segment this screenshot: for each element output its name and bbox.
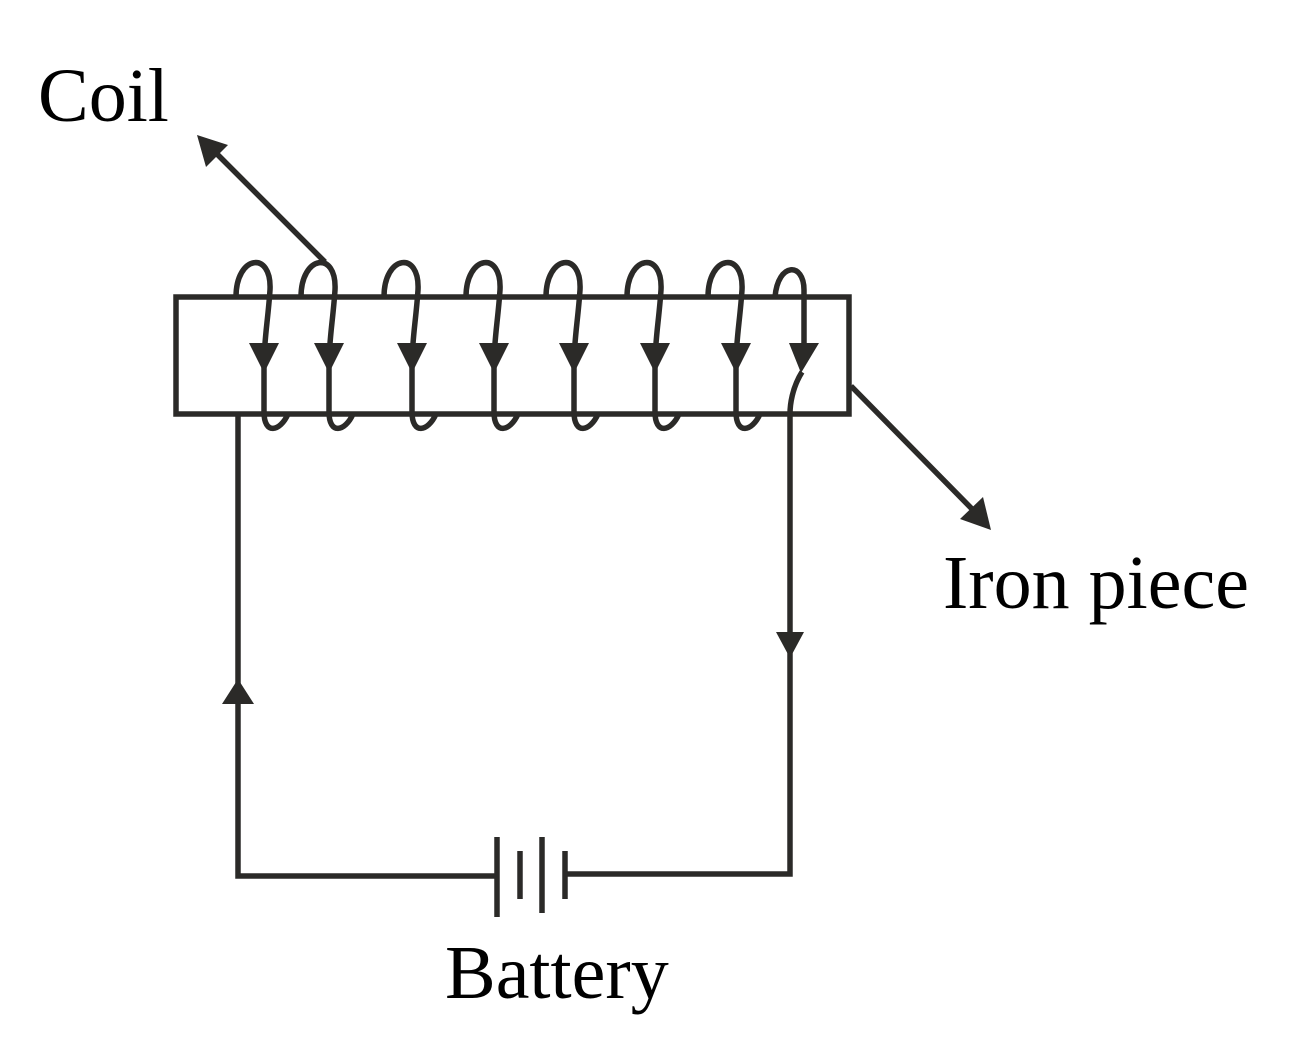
iron-piece-label: Iron piece (943, 541, 1249, 625)
current-arrow-up-icon (222, 679, 254, 704)
iron-piece (173, 294, 852, 417)
coil-turn (381, 259, 439, 432)
coil-current-arrow-icon (397, 343, 427, 373)
battery-label: Battery (445, 931, 669, 1015)
coil-current-arrow-icon (314, 343, 344, 373)
coil-pointer-arrowhead (197, 135, 228, 167)
iron-pointer-line (849, 384, 977, 514)
coil-turn (772, 267, 807, 415)
wire-right (567, 414, 793, 877)
coil-current-arrow-icon (249, 343, 279, 373)
coil-current-arrow-icon (640, 343, 670, 373)
coil-turn (298, 259, 356, 432)
coil-turn (624, 259, 682, 432)
coil-current-arrow-icon (559, 343, 589, 373)
current-arrow-down-icon (776, 632, 804, 658)
iron-pointer-arrowhead (960, 497, 991, 530)
coil-turn (233, 259, 291, 432)
coil-current-arrow-icon (479, 343, 509, 373)
coil-label: Coil (38, 54, 169, 138)
coil-turn (543, 259, 601, 432)
coil (233, 259, 807, 432)
wire-left (235, 414, 497, 879)
coil-turn (705, 259, 763, 432)
coil-pointer-line (211, 148, 327, 264)
coil-current-arrow-icon (721, 343, 751, 373)
coil-turn (463, 259, 521, 432)
coil-current-arrow-icon (789, 343, 819, 373)
